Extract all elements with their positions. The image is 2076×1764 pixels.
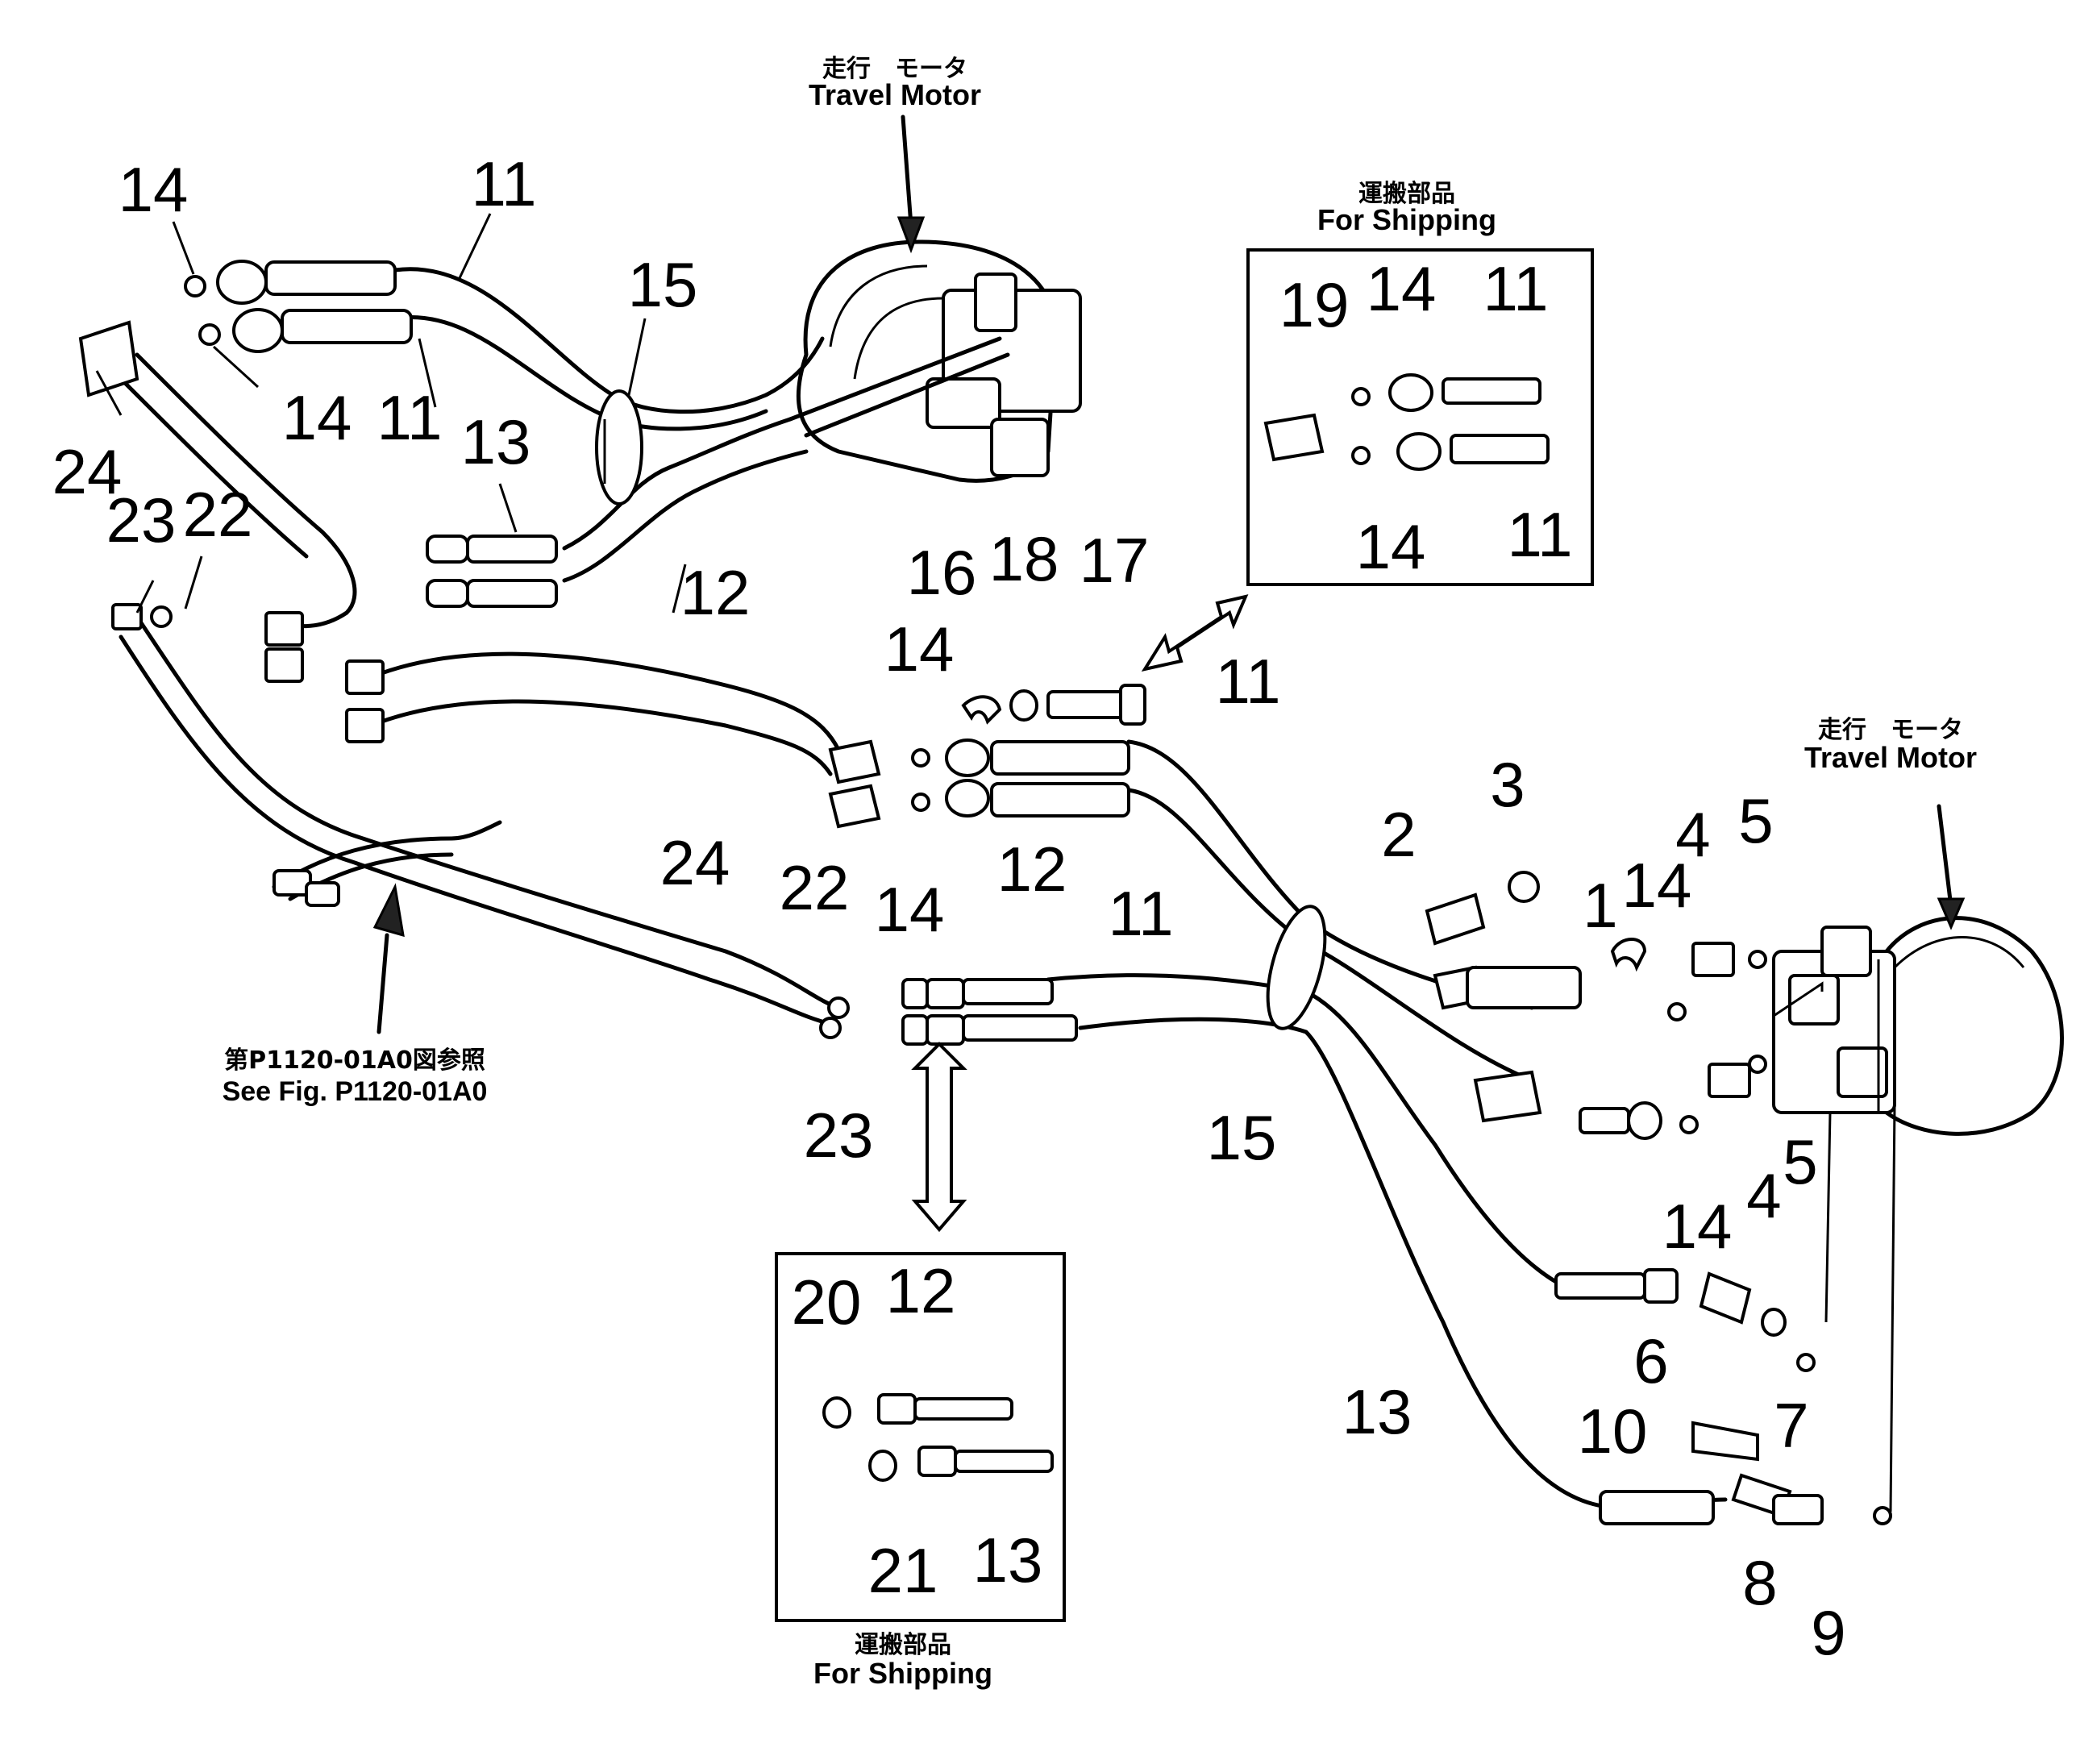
part-label: 14 xyxy=(282,382,352,453)
part-label: 13 xyxy=(1342,1376,1412,1447)
part-label: 12 xyxy=(680,557,751,628)
part-label: 11 xyxy=(1109,878,1174,949)
part-label: 4 xyxy=(1675,799,1710,870)
part-label: 11 xyxy=(472,148,537,219)
part-label: 13 xyxy=(973,1525,1043,1596)
clamp-15-bottom xyxy=(1266,905,1327,1030)
part-label: 2 xyxy=(1381,799,1416,870)
part-label: 8 xyxy=(1742,1547,1777,1618)
part-label: 11 xyxy=(1483,253,1549,324)
part-label: 5 xyxy=(1783,1126,1817,1197)
shipping-bottom-en: For Shipping xyxy=(813,1657,992,1690)
part-label: 20 xyxy=(792,1267,862,1338)
shipping-box-bottom xyxy=(775,1252,1066,1622)
shipping-top-en: For Shipping xyxy=(1317,203,1496,236)
part-label: 14 xyxy=(1662,1191,1733,1262)
fittings-center xyxy=(819,684,1146,1046)
travel-motor-top-jp: 走行 モータ xyxy=(822,55,967,83)
part-label: 7 xyxy=(1774,1390,1808,1461)
part-label: 11 xyxy=(1508,499,1573,570)
part-label: 14 xyxy=(119,154,189,225)
shipping-top-jp: 運搬部品 xyxy=(1358,180,1455,208)
part-label: 14 xyxy=(1622,850,1692,921)
travel-motor-right xyxy=(1772,916,2064,1136)
part-label: 22 xyxy=(780,852,850,923)
callout-shipping-top: 運搬部品 For Shipping xyxy=(1317,180,1496,236)
part-label: 14 xyxy=(1367,253,1437,324)
part-label: 12 xyxy=(886,1255,956,1326)
part-label: 10 xyxy=(1578,1396,1648,1467)
shipping-bottom-jp: 運搬部品 xyxy=(855,1631,951,1659)
part-label: 14 xyxy=(875,874,945,945)
see-fig-connector xyxy=(273,869,405,1034)
part-label: 6 xyxy=(1633,1325,1668,1396)
callout-see-fig: 第P1120-01A0図参照 See Fig. P1120-01A0 xyxy=(223,1046,488,1107)
travel-motor-top xyxy=(788,239,1082,483)
part-label: 15 xyxy=(628,249,698,320)
part-label: 11 xyxy=(1216,646,1281,717)
fittings-top-left xyxy=(78,260,558,743)
see-fig-en: See Fig. P1120-01A0 xyxy=(223,1076,488,1107)
part-label: 23 xyxy=(106,485,177,555)
callout-travel-motor-top: 走行 モータ Travel Motor xyxy=(809,55,981,111)
leader-lines xyxy=(95,213,687,614)
part-label: 22 xyxy=(183,479,253,550)
part-label: 12 xyxy=(997,834,1067,905)
clamp-15-top xyxy=(595,389,643,505)
part-label: 15 xyxy=(1207,1102,1277,1173)
part-label: 3 xyxy=(1490,749,1525,820)
shipping-box-top xyxy=(1246,248,1594,586)
part-label: 4 xyxy=(1746,1160,1781,1231)
part-label: 19 xyxy=(1279,269,1350,340)
travel-motor-top-en: Travel Motor xyxy=(809,78,981,111)
part-label: 16 xyxy=(907,537,977,608)
travel-motor-right-en: Travel Motor xyxy=(1804,741,1977,774)
part-label: 23 xyxy=(804,1100,874,1171)
callout-arrows xyxy=(897,114,1966,1233)
part-label: 1 xyxy=(1583,870,1617,941)
travel-motor-right-jp: 走行 モータ xyxy=(1818,716,1963,744)
callout-travel-motor-right: 走行 モータ Travel Motor xyxy=(1804,716,1977,774)
part-label: 13 xyxy=(461,406,531,477)
callout-shipping-bottom: 運搬部品 For Shipping xyxy=(813,1631,992,1690)
part-numbers: 14 11 15 14 11 13 24 23 22 12 19 14 11 1… xyxy=(52,148,1846,1668)
part-label: 5 xyxy=(1738,785,1773,856)
part-label: 21 xyxy=(868,1535,938,1606)
part-label: 24 xyxy=(52,436,123,507)
part-label: 17 xyxy=(1080,525,1150,596)
part-label: 14 xyxy=(884,614,955,684)
part-label: 24 xyxy=(660,827,730,898)
fittings-right xyxy=(1425,871,1896,1525)
see-fig-jp: 第P1120-01A0図参照 xyxy=(224,1046,485,1075)
part-label: 11 xyxy=(377,382,443,453)
part-label: 14 xyxy=(1356,511,1426,582)
part-label: 18 xyxy=(989,523,1059,594)
part-label: 9 xyxy=(1811,1597,1845,1668)
